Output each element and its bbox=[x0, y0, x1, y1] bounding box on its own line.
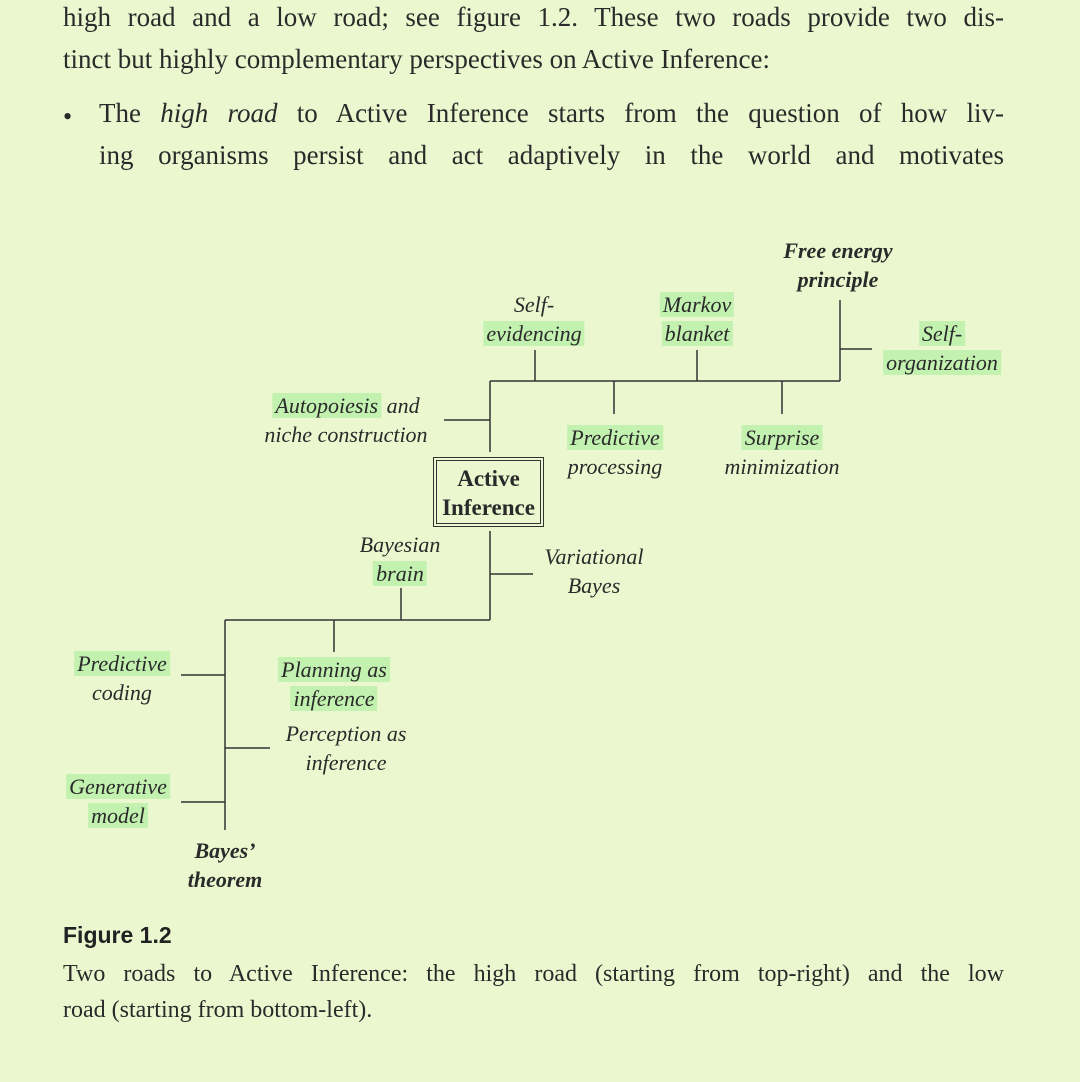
label-generative-model: Generative model bbox=[66, 772, 170, 830]
active-inference-line-2: Inference bbox=[442, 495, 535, 520]
figure-title: Figure 1.2 bbox=[63, 922, 172, 948]
label-surprise-minimization: Surprise minimization bbox=[724, 425, 840, 479]
label-predictive-coding: Predictive coding bbox=[74, 649, 170, 707]
intro-line-2: tinct but highly complementary perspecti… bbox=[63, 44, 771, 74]
label-free-energy-principle: Free energy principle bbox=[783, 238, 893, 292]
bullet-paragraph: The high road to Active Inference starts… bbox=[99, 92, 1004, 176]
intro-line-1: high road and a low road; see figure 1.2… bbox=[63, 2, 1004, 32]
caption-line-2: road (starting from bottom-left). bbox=[63, 997, 373, 1023]
active-inference-box: Active Inference bbox=[433, 457, 544, 527]
label-bayesian-brain: Bayesian brain bbox=[359, 532, 441, 586]
label-bayes-theorem: Bayes’ theorem bbox=[187, 838, 263, 892]
label-planning-as-inference: Planning as inference bbox=[278, 655, 390, 713]
high-road-emphasis: high road bbox=[160, 98, 278, 128]
label-variational-bayes: Variational Bayes bbox=[544, 544, 644, 598]
label-perception-as-inference: Perception as inference bbox=[285, 721, 407, 775]
diagram-connectors bbox=[181, 300, 872, 830]
bullet-line-1: The high road to Active Inference starts… bbox=[99, 98, 1004, 128]
bullet-marker: • bbox=[63, 102, 73, 131]
label-markov-blanket: Markov blanket bbox=[659, 290, 735, 348]
bullet-line-2: ing organisms persist and act adaptively… bbox=[99, 140, 1004, 170]
label-autopoiesis: Autopoiesis and niche construction bbox=[264, 393, 428, 447]
figure-caption: Two roads to Active Inference: the high … bbox=[63, 956, 1004, 1028]
caption-line-1: Two roads to Active Inference: the high … bbox=[63, 961, 1004, 987]
label-self-organization: Self- organization bbox=[883, 319, 1001, 377]
label-self-evidencing: Self- evidencing bbox=[483, 290, 585, 348]
intro-paragraph: high road and a low road; see figure 1.2… bbox=[63, 0, 1004, 80]
label-predictive-processing: Predictive processing bbox=[567, 425, 663, 479]
active-inference-line-1: Active bbox=[457, 466, 520, 491]
